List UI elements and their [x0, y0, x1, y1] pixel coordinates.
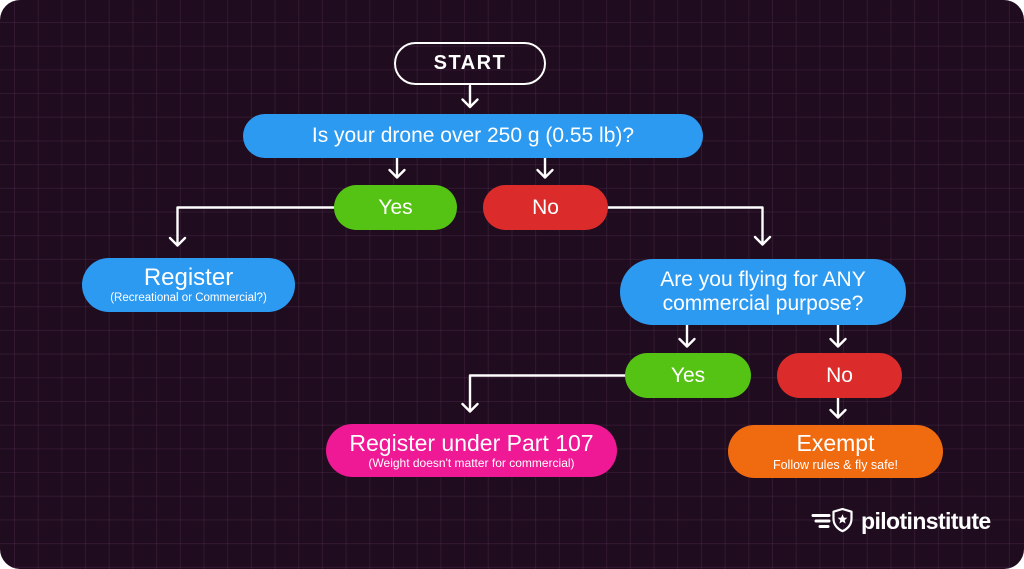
logo-text: pilotinstitute [861, 507, 991, 534]
arrow-no1-to-question2 [606, 206, 772, 246]
arrow-yes2-to-part107 [461, 374, 627, 413]
start-label: START [433, 52, 507, 75]
pilot-institute-logo: pilotinstitute [810, 506, 991, 536]
question2-label-line2: commercial purpose? [662, 292, 864, 315]
part107-subtitle: (Weight doesn't matter for commercial) [368, 455, 575, 470]
question2-label-line1: Are you flying for ANY [660, 268, 866, 292]
part107-node: Register under Part 107 (Weight doesn't … [326, 424, 617, 477]
part107-title: Register under Part 107 [349, 429, 594, 456]
yes2-label: Yes [670, 363, 706, 387]
no2-label: No [826, 363, 853, 387]
question1-label: Is your drone over 250 g (0.55 lb)? [311, 124, 635, 148]
yes2-node: Yes [625, 353, 751, 398]
arrow-question2-to-no2 [829, 323, 847, 348]
no1-node: No [483, 185, 608, 230]
register-subtitle: (Recreational or Commercial?) [110, 292, 267, 305]
arrow-question2-to-yes2 [678, 323, 696, 348]
no1-label: No [532, 195, 559, 219]
arrow-start-to-question1 [461, 84, 479, 109]
winged-shield-star-icon [811, 507, 853, 533]
exempt-node: Exempt Follow rules & fly safe! [728, 425, 943, 478]
arrow-no2-to-exempt [829, 396, 847, 419]
arrow-yes1-to-register [168, 206, 336, 247]
yes1-node: Yes [334, 185, 457, 230]
register-title: Register [143, 263, 234, 291]
register-node: Register (Recreational or Commercial?) [82, 258, 295, 312]
arrow-question1-to-no1 [536, 156, 554, 179]
arrow-question1-to-yes1 [388, 156, 406, 179]
exempt-subtitle: Follow rules & fly safe! [772, 457, 899, 472]
question1-node: Is your drone over 250 g (0.55 lb)? [243, 114, 703, 158]
start-node: START [394, 42, 546, 85]
question2-node: Are you flying for ANY commercial purpos… [620, 259, 906, 325]
exempt-title: Exempt [796, 430, 875, 457]
no2-node: No [777, 353, 902, 398]
yes1-label: Yes [378, 195, 413, 219]
